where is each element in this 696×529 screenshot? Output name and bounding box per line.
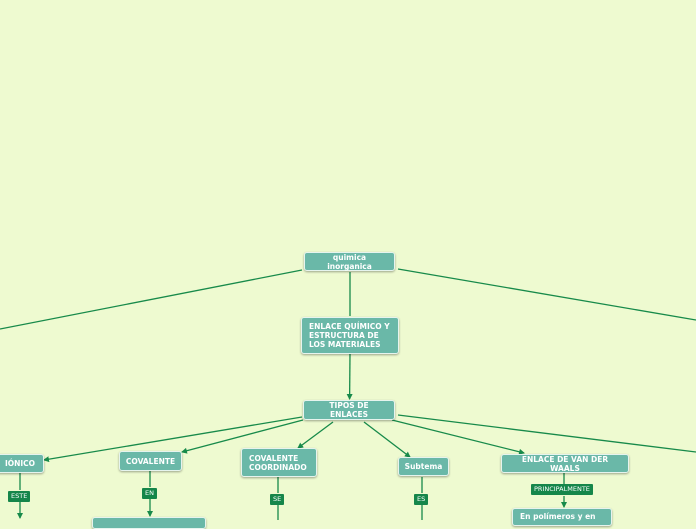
connector-root-left-offscreen <box>0 270 302 329</box>
root-node[interactable]: quimica inorganica <box>304 252 395 271</box>
tag-es: ES <box>414 494 428 505</box>
subtema-node[interactable]: Subtema <box>398 457 449 476</box>
covalente-node[interactable]: COVALENTE <box>119 451 182 471</box>
tipos-de-enlaces-node[interactable]: TIPOS DE ENLACES <box>303 400 395 420</box>
connector-tipos-right-offscreen <box>398 415 696 452</box>
covalente-coordinado-node[interactable]: COVALENTE COORDINADO <box>241 448 317 477</box>
ionico-node[interactable]: IÓNICO <box>0 454 44 473</box>
polimeros-node[interactable]: En polímeros y en <box>512 508 612 526</box>
tag-este: ESTE <box>8 491 30 502</box>
connector-root-right-offscreen <box>398 269 696 320</box>
tag-se: SE <box>270 494 284 505</box>
connector-tipos-vanderwaals <box>392 420 524 453</box>
tag-en: EN <box>142 488 157 499</box>
van-der-waals-node[interactable]: ENLACE DE VAN DER WAALS <box>501 454 629 473</box>
enlace-quimico-node[interactable]: ENLACE QUÍMICO Y ESTRUCTURA DE LOS MATER… <box>301 317 399 354</box>
connector-tipos-subtema <box>364 422 410 457</box>
tag-principalmente: PRINCIPALMENTE <box>531 484 593 495</box>
connector-tipos-coordinado <box>298 422 333 448</box>
partial-node-below-covalente[interactable] <box>92 517 206 529</box>
